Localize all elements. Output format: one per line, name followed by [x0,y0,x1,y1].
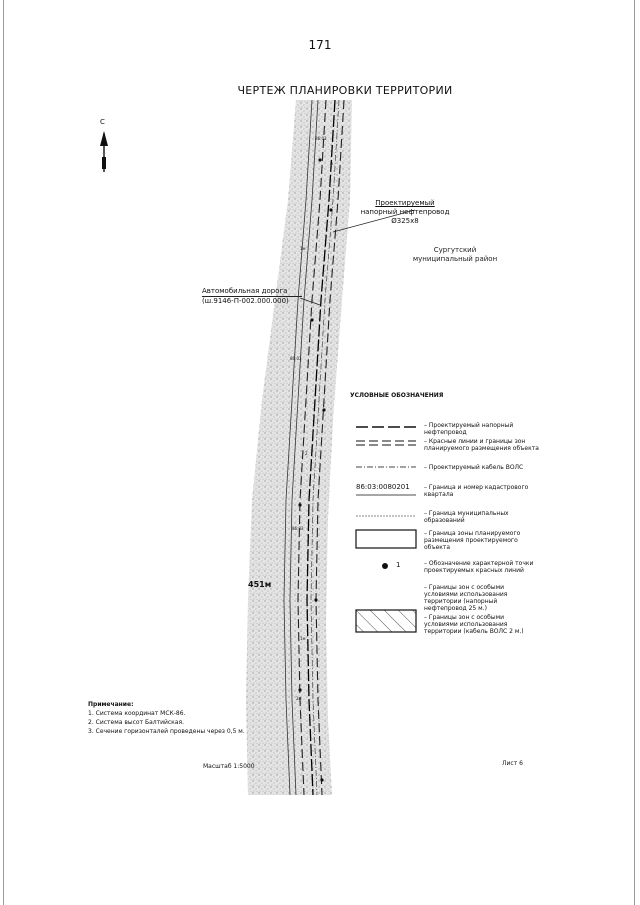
note-item: 1. Система координат МСК-86. [88,710,186,717]
svg-text:2м: 2м [296,696,302,701]
note-item: 3. Сечение горизонталей проведены через … [88,728,245,735]
legend-item-text: – Граница муниципальных образований [424,510,509,524]
corridor-annotations: 86:03 м 1м 86:03 2 86:03 1м 2м [290,136,333,701]
pipeline-label-line1: Проектируемый [375,199,435,207]
road-label: Автомобильная дорога (ш.9146-П-002.000.0… [202,287,302,306]
page-number: 171 [308,38,332,52]
pipeline-line [306,99,336,796]
svg-text:м: м [330,161,333,166]
legend-item-text: – Граница и номер кадастрового квартала [424,484,529,498]
svg-text:86:03: 86:03 [290,356,302,361]
pipeline-label: Проектируемый напорный нефтепровод Ø325х… [360,199,450,226]
notes-title: Примечание: [88,701,134,708]
road-edge-right [289,99,319,796]
forest-area [246,100,352,795]
cable-line [310,99,340,796]
legend-item-text: – Граница зоны планируемого размещения п… [424,530,521,551]
pipeline-label-line2: напорный нефтепровод [360,208,450,216]
north-arrow: С [97,118,111,176]
svg-text:2: 2 [305,451,308,456]
legend-symbols [355,426,417,633]
district-label-line2: муниципальный район [412,255,498,263]
scale-label: Масштаб 1:5000 [203,763,255,770]
pipeline-leader [332,209,416,233]
page-edge-right [634,0,635,905]
svg-text:1м: 1м [300,636,306,641]
road-leader [299,297,321,306]
road-label-line2: (ш.9146-П-002.000.000) [202,297,289,305]
legend-item-text: – Границы зон с особыми условиями исполь… [424,584,508,612]
road-label-line1: Автомобильная дорога [202,287,302,297]
characteristic-points [298,158,333,782]
region-mark: 451м [248,580,272,589]
sheet-label: Лист 6 [502,760,523,767]
notes: Примечание: 1. Система координат МСК-86.… [88,700,245,736]
legend-item-text: – Проектируемый напорный нефтепровод [424,422,514,436]
district-label-line1: Сургутский [433,246,477,254]
legend-item-text: – Проектируемый кабель ВОЛС [424,464,524,471]
legend-item-text: – Обозначение характерной точки проектир… [424,560,534,574]
district-label: Сургутский муниципальный район [405,246,505,264]
svg-text:1м: 1м [300,246,306,251]
legend-item-text: – Границы зон с особыми условиями исполь… [424,614,524,635]
svg-text:86:03: 86:03 [315,136,327,141]
pipeline-label-line3: Ø325х8 [391,217,419,225]
drawing-title: ЧЕРТЕЖ ПЛАНИРОВКИ ТЕРРИТОРИИ [237,84,453,97]
legend-item-text: – Красные линии и границы зон планируемо… [424,438,539,452]
legend-title: УСЛОВНЫЕ ОБОЗНАЧЕНИЯ [350,392,444,399]
north-label: С [100,118,105,126]
page-edge-left [3,0,4,905]
note-item: 2. Система высот Балтийская. [88,719,184,726]
cadastral-number: 86:03:0080201 [356,483,410,491]
point-number: 1 [396,561,401,569]
svg-text:86:03: 86:03 [292,526,304,531]
north-arrow-symbol [100,131,108,172]
road-edge-left [283,99,313,796]
